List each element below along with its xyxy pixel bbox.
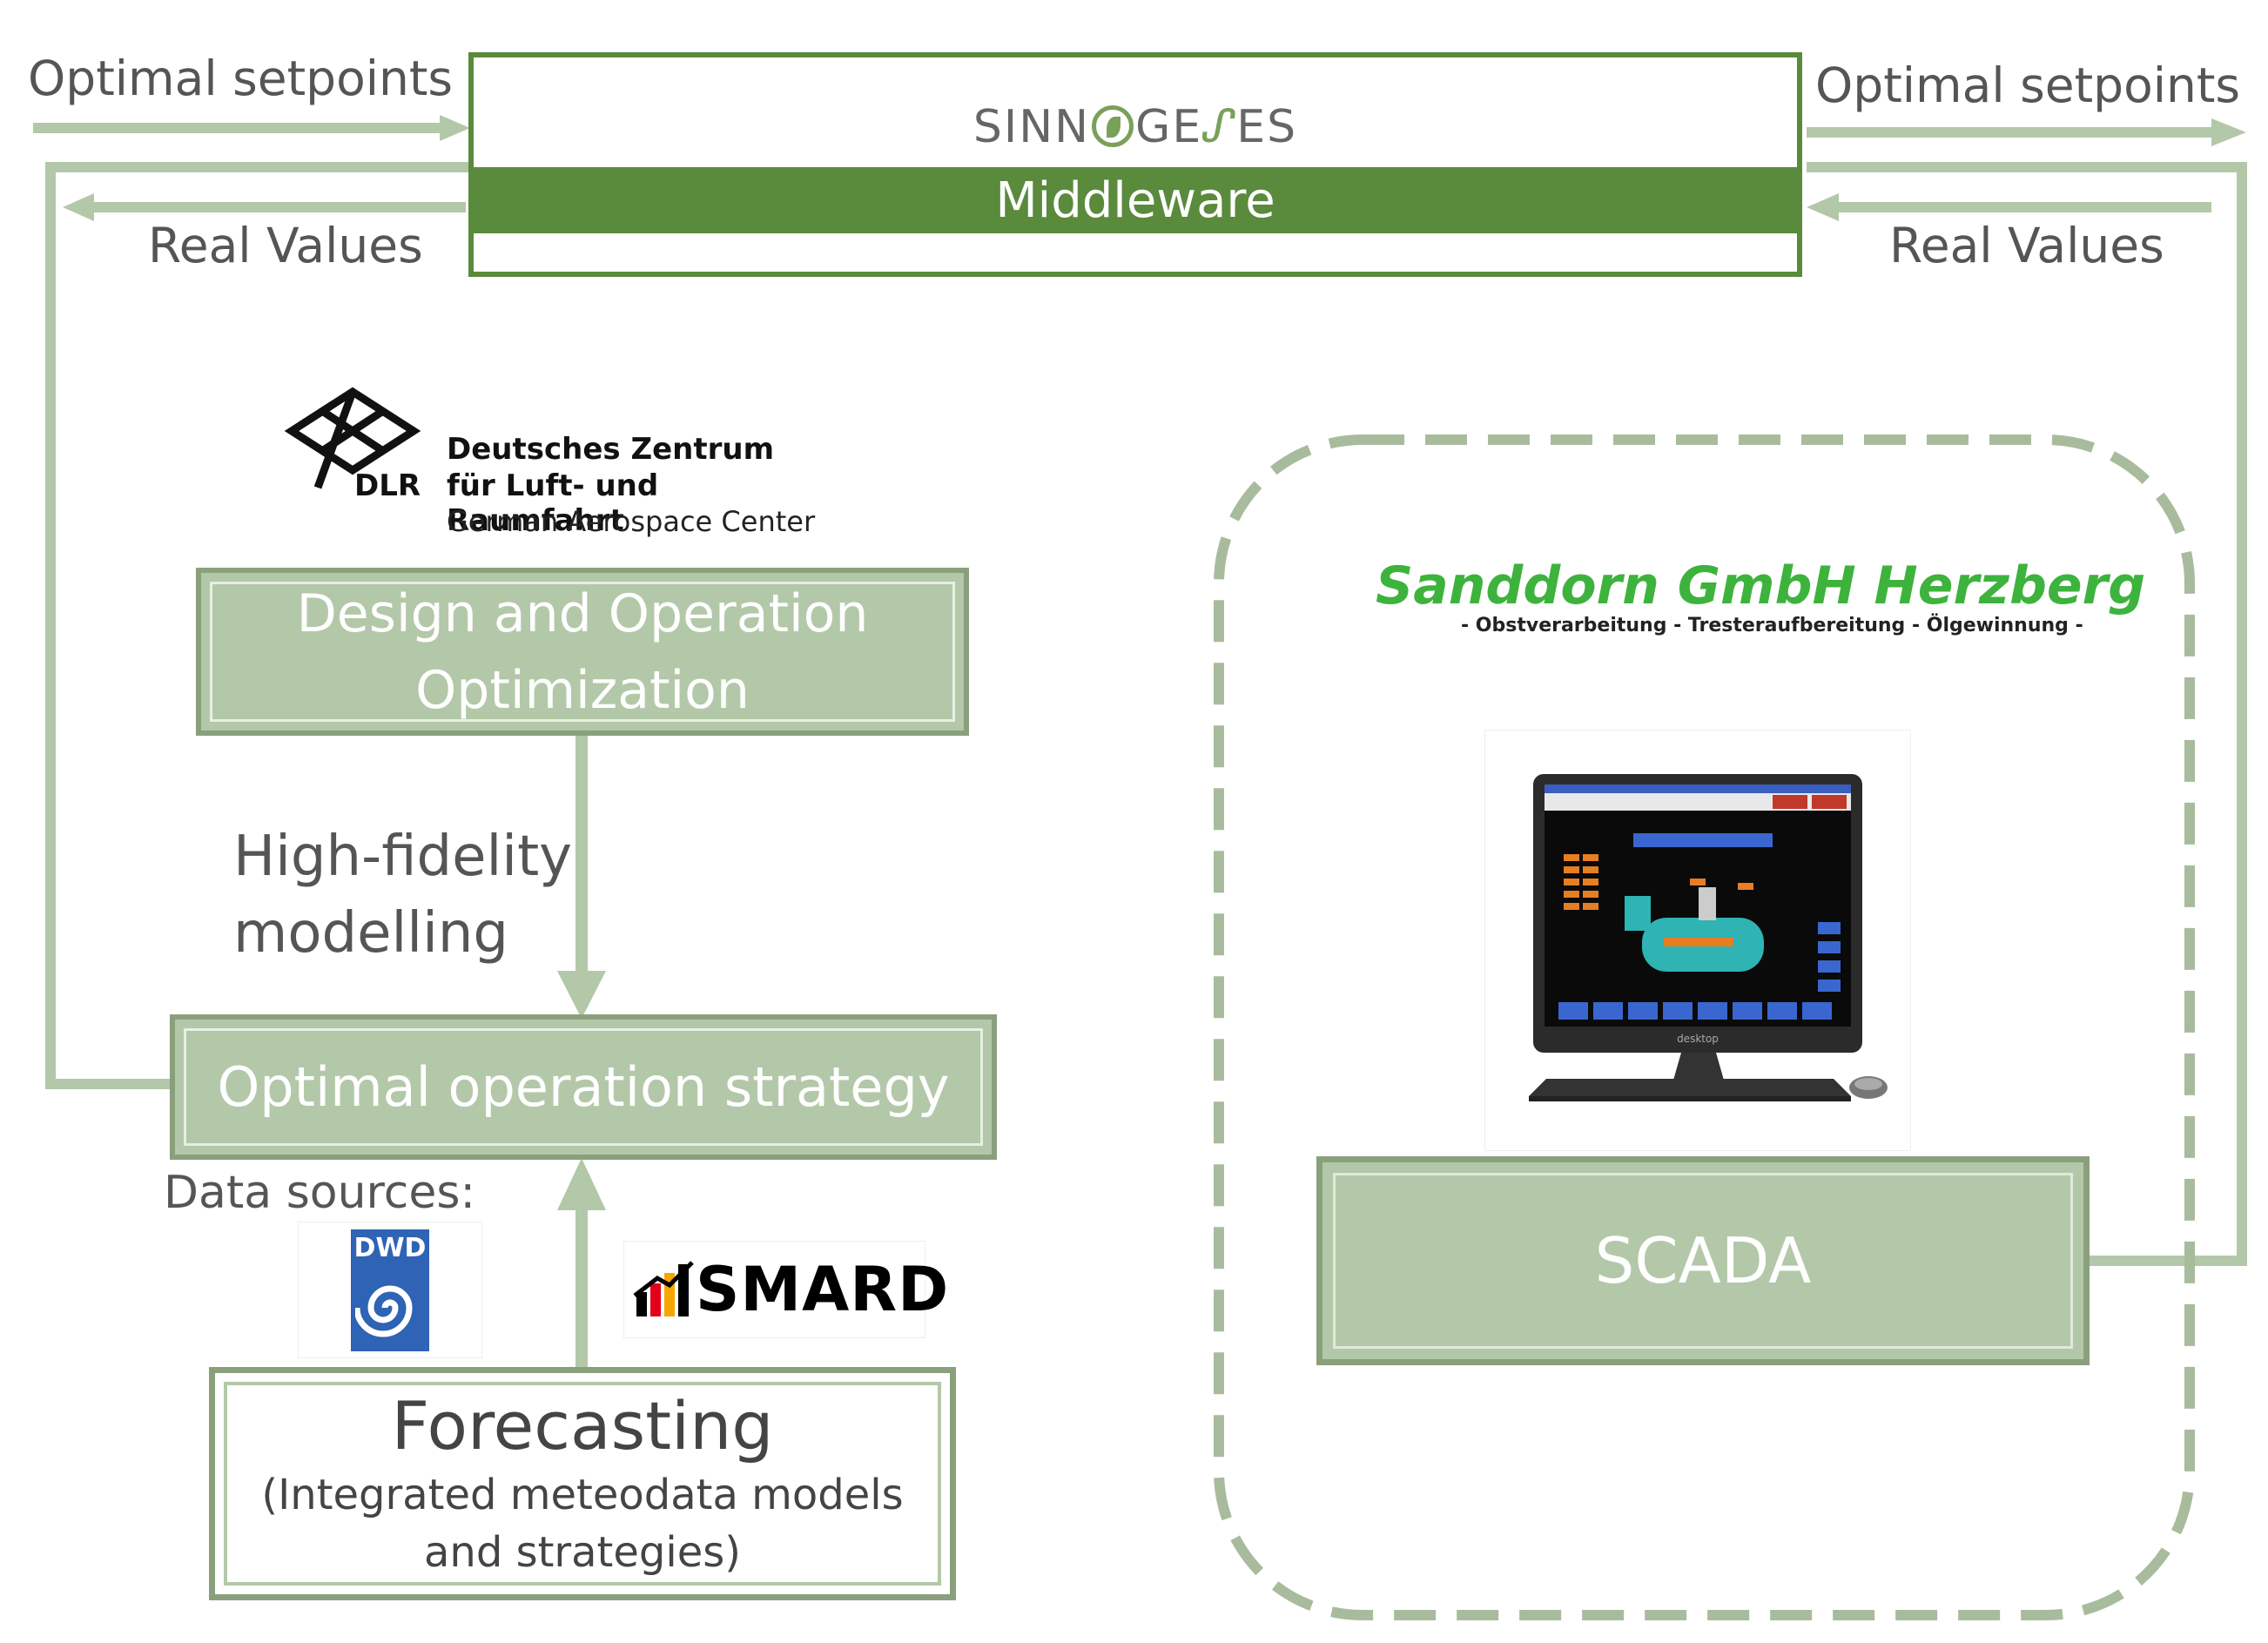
dwd-swirl-icon <box>355 1285 413 1337</box>
sanddorn-title: Sanddorn GmbH Herzberg <box>1376 556 2146 616</box>
label-high-fidelity: High-fidelity modelling <box>233 825 573 966</box>
dlr-logo: DLR Deutsches Zentrum für Luft- und Raum… <box>283 383 823 549</box>
forecasting-line1: (Integrated meteodata models <box>261 1471 904 1519</box>
forecasting-line2: and strategies) <box>424 1528 741 1577</box>
leaf-o-icon <box>1092 105 1134 147</box>
dlr-emblem-icon <box>284 387 421 489</box>
arrowhead-setpoints-right <box>2211 118 2246 146</box>
label-real-values-right: Real Values <box>1889 218 2164 273</box>
smard-logo: SMARD <box>623 1241 948 1338</box>
scada-box: SCADA <box>1316 1156 2090 1365</box>
forecasting-box: Forecasting (Integrated meteodata models… <box>209 1367 956 1600</box>
optimal-strategy-label: Optimal operation strategy <box>217 1055 950 1119</box>
forecasting-title: Forecasting <box>391 1387 774 1465</box>
arrowhead-design-to-strategy <box>557 971 606 1019</box>
dlr-line2: für Luft- und Raumfahrt <box>447 468 659 538</box>
dlr-abbr: DLR <box>354 468 421 503</box>
optimal-strategy-box: Optimal operation strategy <box>170 1014 997 1160</box>
dlr-line3: German Aerospace Center <box>447 505 816 538</box>
plug-n-icon: ᔑ <box>1202 101 1237 153</box>
smard-bars-icon <box>633 1261 694 1316</box>
loop-right <box>1807 162 2247 1266</box>
dlr-line1: Deutsches Zentrum <box>447 432 775 467</box>
label-data-sources: Data sources: <box>164 1167 475 1219</box>
middleware-band: Middleware <box>474 167 1797 233</box>
sanddorn-container <box>1214 434 2195 1620</box>
monitor-brand: desktop <box>1677 1033 1719 1045</box>
sanddorn-subtitle: - Obstverarbeitung - Tresteraufbereitung… <box>1461 615 2083 636</box>
arrowhead-real-values-right <box>1807 193 1839 221</box>
arrowhead-real-values-left <box>63 193 94 221</box>
loop-left <box>45 162 470 1089</box>
design-line2: Optimization <box>415 659 750 721</box>
arrowhead-setpoints-left <box>440 115 470 141</box>
design-optimization-box: Design and Operation Optimization <box>196 568 969 736</box>
scada-monitor-image: desktop <box>1484 730 1911 1151</box>
dwd-logo: DWD <box>298 1222 482 1358</box>
design-line1: Design and Operation <box>296 582 869 644</box>
label-real-values-left: Real Values <box>148 218 423 273</box>
label-optimal-setpoints-left: Optimal setpoints <box>28 51 454 106</box>
scada-label: SCADA <box>1594 1224 1812 1297</box>
arrowhead-forecast-to-strategy <box>557 1158 606 1210</box>
label-optimal-setpoints-right: Optimal setpoints <box>1815 57 2241 113</box>
monitor-icon: desktop <box>1529 774 1888 1101</box>
